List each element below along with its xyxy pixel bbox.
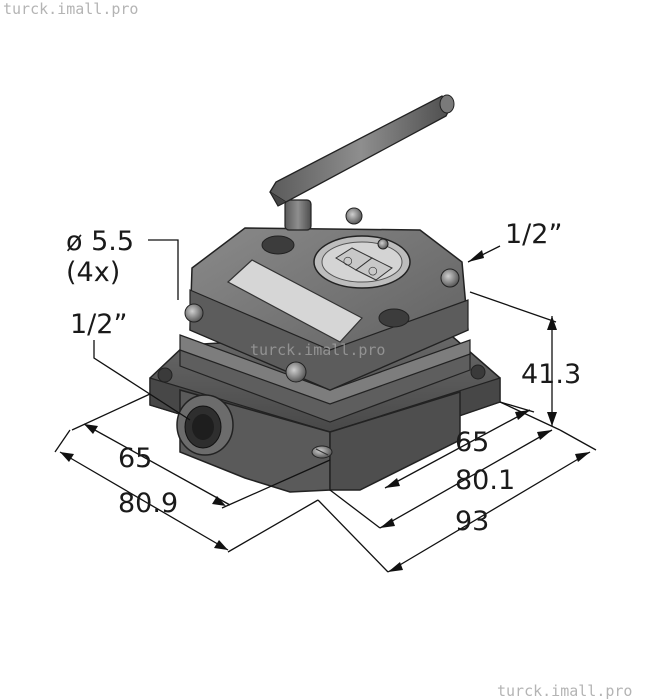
lid-hole <box>378 308 410 328</box>
depth-outer-label: 93 <box>455 506 489 537</box>
lid-hole <box>261 235 295 255</box>
watermark-bottom-right: turck.imall.pro <box>497 682 632 700</box>
depth-inner-label: 65 <box>455 427 489 458</box>
label-plate <box>226 259 363 343</box>
bottom-screw <box>311 445 333 459</box>
width-left-inner-label: 65 <box>118 443 152 474</box>
bolt <box>285 361 307 383</box>
hole-diameter-label: ø 5.5 <box>66 226 134 257</box>
bolt <box>470 364 486 380</box>
bolt <box>377 238 389 250</box>
watermark-center: turck.imall.pro <box>250 341 385 359</box>
bolt <box>157 367 173 383</box>
height-label: 41.3 <box>521 359 581 390</box>
conduit-port-left <box>176 394 234 456</box>
antenna <box>269 94 455 231</box>
hole-count-label: (4x) <box>66 257 120 288</box>
width-left-outer-label: 80.9 <box>118 488 178 519</box>
thread-left-label: 1/2” <box>70 309 127 340</box>
dimension-lines <box>54 239 597 573</box>
thread-right-label: 1/2” <box>505 219 562 250</box>
depth-mid-label: 80.1 <box>455 465 515 496</box>
device-body: ○ ○ <box>149 207 501 493</box>
bolt <box>440 268 460 288</box>
bolt <box>184 303 204 323</box>
svg-text:○: ○ <box>368 264 378 277</box>
watermark-top-left: turck.imall.pro <box>3 0 138 18</box>
svg-text:○: ○ <box>343 254 353 267</box>
bolt <box>345 207 363 225</box>
led-window: ○ ○ <box>313 235 411 289</box>
